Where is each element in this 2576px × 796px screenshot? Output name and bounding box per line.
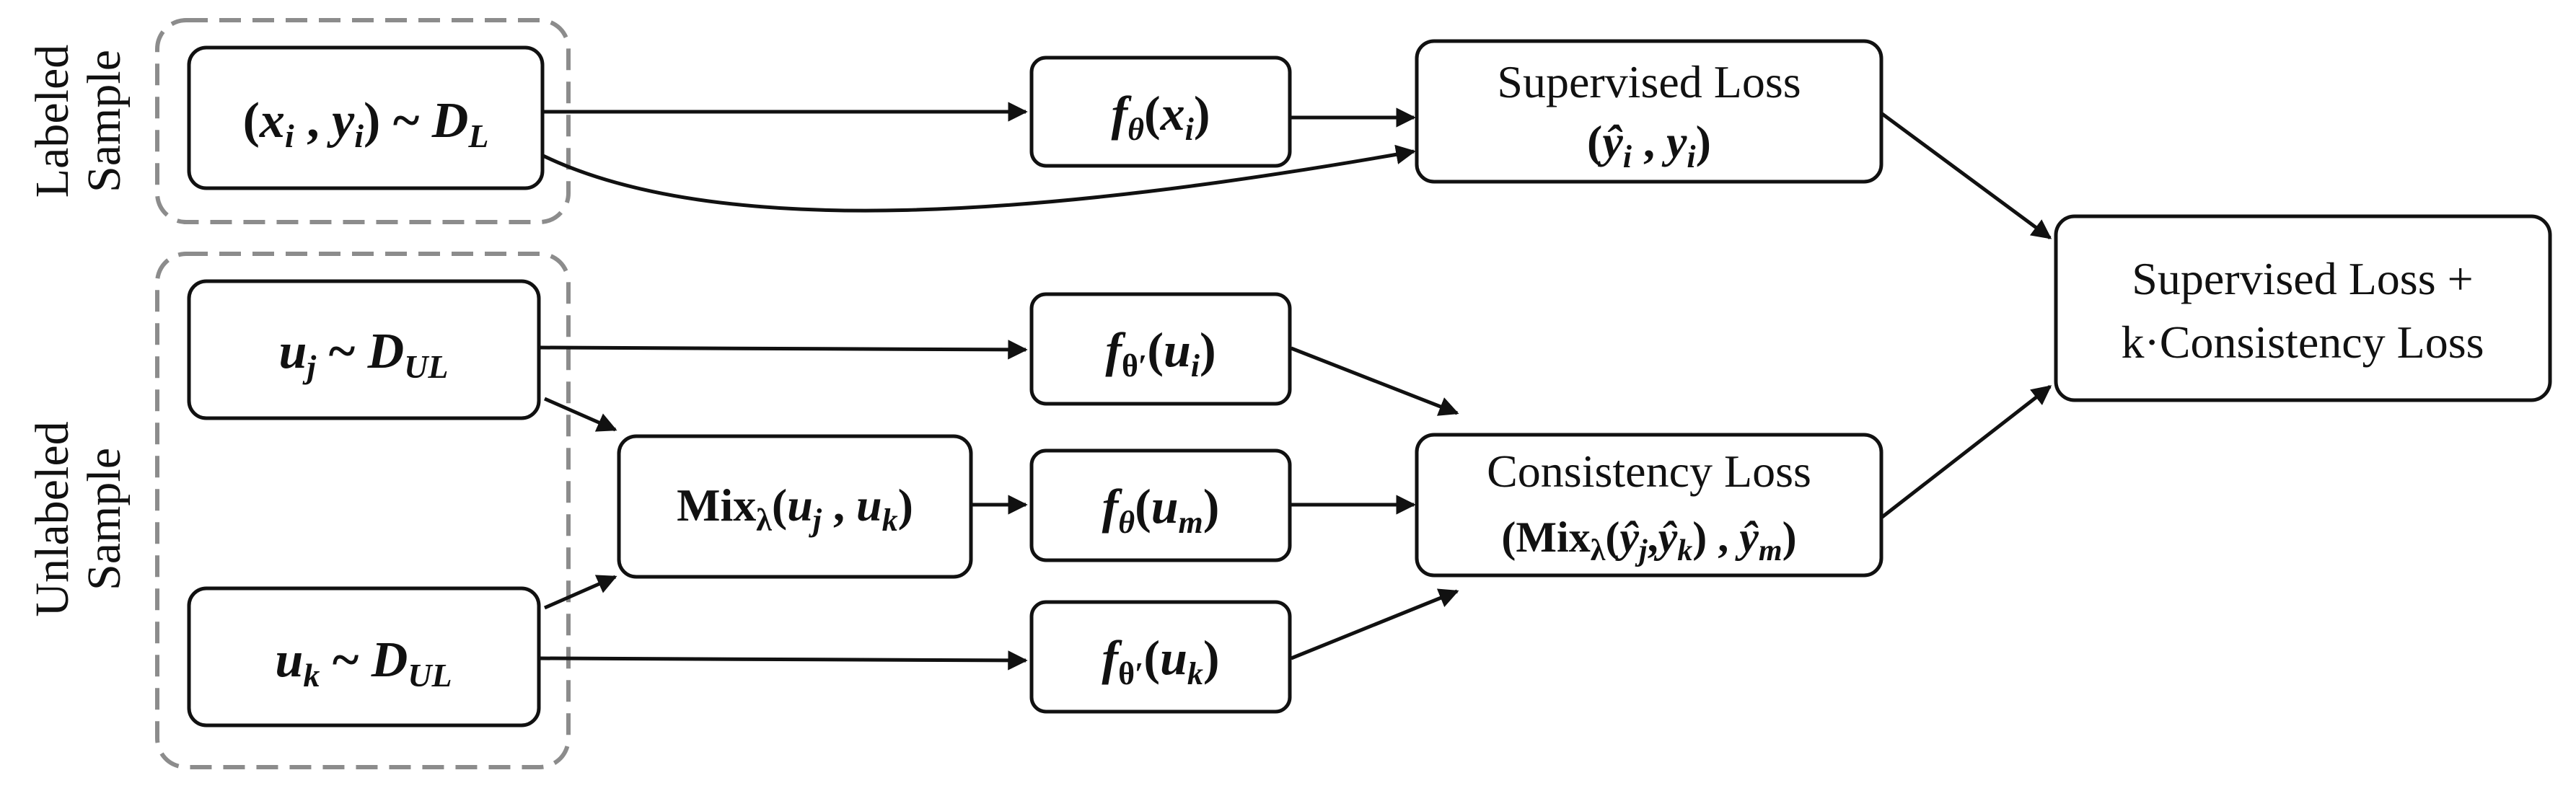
node-supervised-loss: Supervised Loss (ŷi , yi) <box>1415 39 1883 184</box>
svg-text:uk ~ DUL: uk ~ DUL <box>275 632 452 694</box>
consistency-loss-args: (Mixλ(ŷj,ŷk) , ŷm) <box>1501 513 1796 567</box>
labeled-sample-label: Labeled Sample <box>26 45 131 198</box>
edge-uk-to-mix <box>543 575 617 610</box>
total-loss-line1: Supervised Loss + <box>2132 253 2473 304</box>
edge-fuk-to-consistency <box>1291 588 1459 660</box>
node-total-loss: Supervised Loss + k·Consistency Loss <box>2054 214 2552 402</box>
edge-uk-to-fuk <box>539 650 1028 671</box>
node-uj-source: uj ~ DUL <box>187 279 541 420</box>
supervised-loss-title: Supervised Loss <box>1497 56 1801 107</box>
labeled-label-line1: Labeled <box>26 45 79 198</box>
svg-text:fθ(xi): fθ(xi) <box>1111 86 1210 147</box>
edge-uj-to-mix <box>543 397 617 432</box>
total-loss-line2: k·Consistency Loss <box>2121 317 2484 368</box>
edge-uj-to-fui <box>539 340 1028 360</box>
node-f-theta-prime-uk: fθ′(uk) <box>1029 600 1292 714</box>
unlabeled-label-line1: Unlabeled <box>26 421 79 616</box>
unlabeled-label-line2: Sample <box>78 448 131 591</box>
svg-text:fθ(um): fθ(um) <box>1102 479 1220 540</box>
svg-text:fθ′(uk): fθ′(uk) <box>1102 630 1219 691</box>
svg-text:Mixλ(uj , uk): Mixλ(uj , uk) <box>677 479 913 538</box>
edge-fui-to-consistency <box>1291 346 1459 416</box>
edge-labeled-to-supervised-loss <box>542 144 1416 213</box>
edge-consistency-to-total <box>1880 385 2052 519</box>
consistency-loss-title: Consistency Loss <box>1487 446 1811 497</box>
labeled-sample-group <box>155 18 571 224</box>
unlabeled-sample-group <box>155 252 571 769</box>
node-uk-source: uk ~ DUL <box>187 586 541 728</box>
labeled-label-line2: Sample <box>78 50 131 193</box>
node-consistency-loss: Consistency Loss (Mixλ(ŷj,ŷk) , ŷm) <box>1415 433 1883 578</box>
supervised-loss-args: (ŷi , yi) <box>1587 116 1711 174</box>
node-labeled-source: (xi , yi) ~ DL <box>187 45 545 190</box>
node-mix: Mixλ(uj , uk) <box>617 434 973 579</box>
node-f-theta-prime-ui: fθ′(ui) <box>1029 292 1292 406</box>
unlabeled-sample-label: Unlabeled Sample <box>26 421 131 616</box>
node-f-theta-xi: fθ(xi) <box>1029 56 1292 168</box>
edge-supervised-to-total <box>1880 111 2052 240</box>
svg-text:(xi , yi) ~ DL: (xi , yi) ~ DL <box>243 93 489 154</box>
svg-text:uj ~ DUL: uj ~ DUL <box>278 324 448 385</box>
svg-text:fθ′(ui): fθ′(ui) <box>1105 322 1216 384</box>
node-f-theta-um: fθ(um) <box>1029 448 1292 562</box>
